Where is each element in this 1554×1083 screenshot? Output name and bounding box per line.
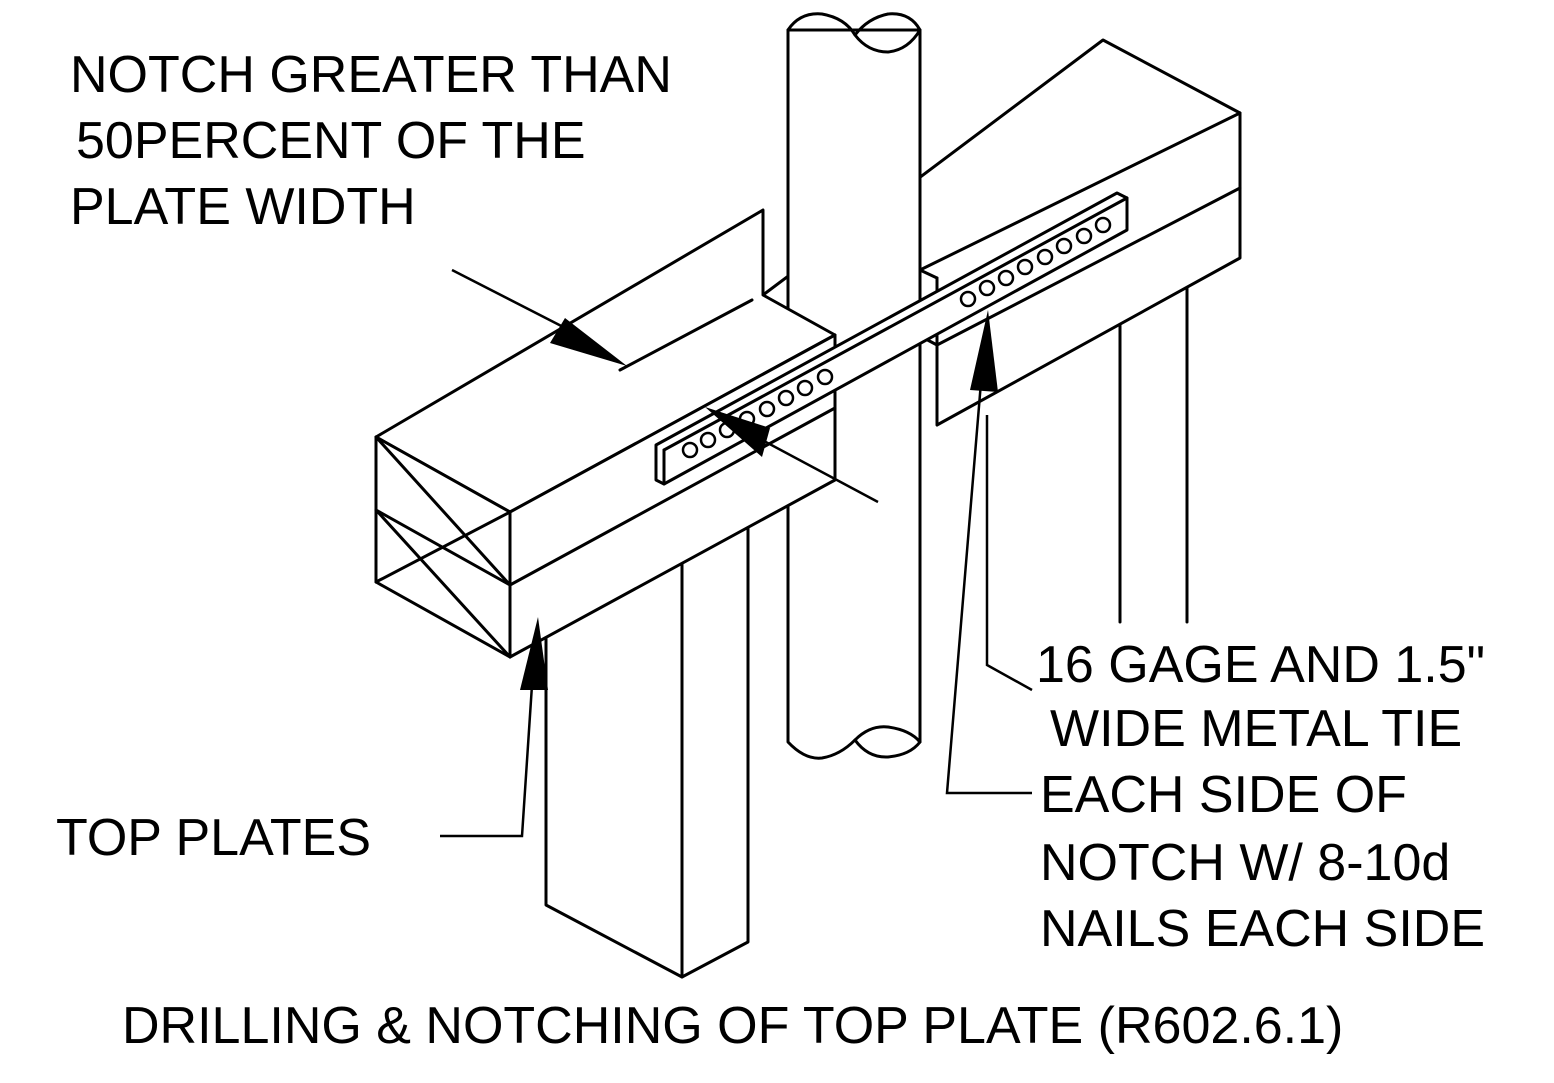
tie-label-line-5: NAILS EACH SIDE: [1040, 900, 1485, 958]
tie-leader: [945, 310, 1033, 795]
notch-label-line-1: NOTCH GREATER THAN: [70, 46, 672, 104]
notch-label-line-2: 50PERCENT OF THE: [76, 112, 586, 170]
nail-holes: [681, 216, 1112, 459]
tie-label-line-4: NOTCH W/ 8-10d: [1040, 834, 1450, 892]
notch-leader: [451, 268, 879, 504]
rear-wall-stud: [1118, 285, 1189, 624]
tie-label-line-2: WIDE METAL TIE: [1050, 700, 1462, 758]
tie-label-line-3: EACH SIDE OF: [1040, 766, 1407, 824]
notch-label-line-3: PLATE WIDTH: [70, 178, 416, 236]
tie-label-line-1: 16 GAGE AND 1.5": [1036, 636, 1485, 694]
top-plates-leader: [440, 617, 548, 838]
vertical-pipe: [786, 12, 922, 760]
top-plates-label: TOP PLATES: [56, 809, 371, 867]
diagram-caption: DRILLING & NOTCHING OF TOP PLATE (R602.6…: [122, 997, 1343, 1055]
